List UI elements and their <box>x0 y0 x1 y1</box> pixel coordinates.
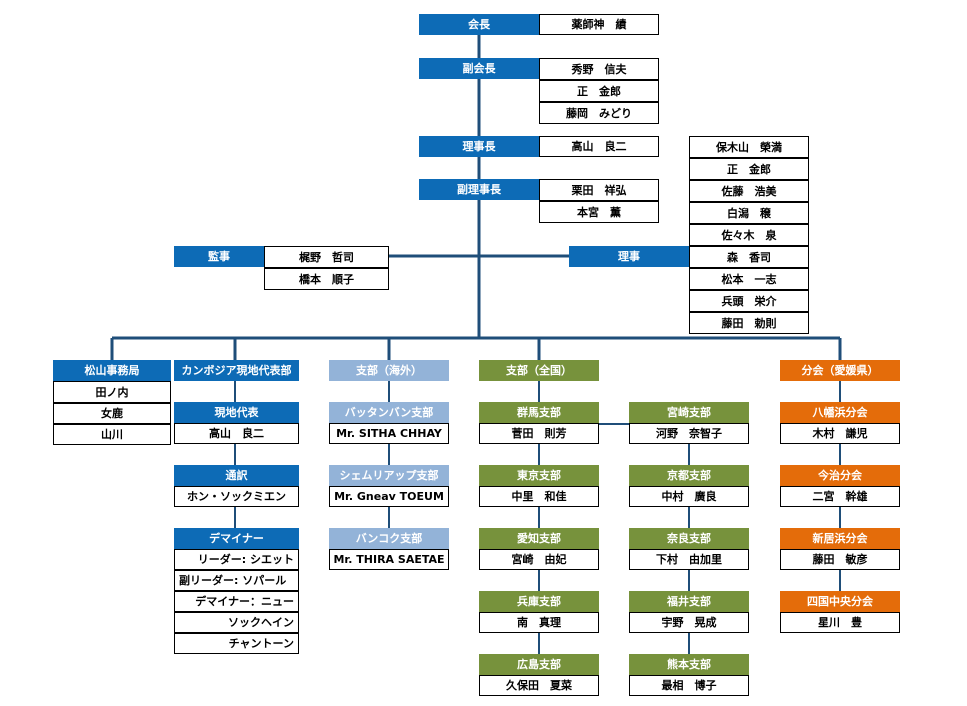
imabari-header: 今治分会 <box>780 465 900 486</box>
niihama-header: 新居浜分会 <box>780 528 900 549</box>
fukui-header: 福井支部 <box>629 591 749 612</box>
aichi-name: 宮崎 由妃 <box>479 549 599 570</box>
riji-name-2: 正 金郎 <box>689 158 809 180</box>
siemreap-header: シェムリアップ支部 <box>329 465 449 486</box>
matsuyama-header: 松山事務局 <box>53 360 171 381</box>
battambang-header: バッタンバン支部 <box>329 402 449 423</box>
cambodia-deminer-name-2: 副リーダー: ソパール <box>174 570 299 591</box>
cambodia-deminer-name-4: ソックヘイン <box>174 612 299 633</box>
fukurijicho-name-1: 栗田 祥弘 <box>539 179 659 201</box>
nara-header: 奈良支部 <box>629 528 749 549</box>
national-header: 支部（全国） <box>479 360 599 381</box>
kyoto-name: 中村 廣良 <box>629 486 749 507</box>
kaicho-name: 薬師神 績 <box>539 14 659 35</box>
shikokuchuo-header: 四国中央分会 <box>780 591 900 612</box>
rijicho-header: 理事長 <box>419 136 539 157</box>
imabari-name: 二宮 幹雄 <box>780 486 900 507</box>
cambodia-representative-header: 現地代表 <box>174 402 299 423</box>
fukurijicho-header: 副理事長 <box>419 179 539 200</box>
matsuyama-name-1: 田ノ内 <box>53 381 171 403</box>
miyazaki-header: 宮崎支部 <box>629 402 749 423</box>
hiroshima-name: 久保田 夏菜 <box>479 675 599 696</box>
riji-name-7: 松本 一志 <box>689 268 809 290</box>
riji-name-3: 佐藤 浩美 <box>689 180 809 202</box>
overseas-header: 支部（海外） <box>329 360 449 381</box>
riji-name-8: 兵頭 栄介 <box>689 290 809 312</box>
nara-name: 下村 由加里 <box>629 549 749 570</box>
matsuyama-name-2: 女鹿 <box>53 403 171 424</box>
fukukaicho-name-2: 正 金郎 <box>539 80 659 102</box>
kumamoto-header: 熊本支部 <box>629 654 749 675</box>
tokyo-header: 東京支部 <box>479 465 599 486</box>
fukukaicho-name-1: 秀野 信夫 <box>539 58 659 80</box>
battambang-name: Mr. SITHA CHHAY <box>329 423 449 444</box>
tokyo-name: 中里 和佳 <box>479 486 599 507</box>
cambodia-deminer-name-5: チャントーン <box>174 633 299 654</box>
riji-name-5: 佐々木 泉 <box>689 224 809 246</box>
cambodia-deminer-name-1: リーダー: シエット <box>174 549 299 570</box>
aichi-header: 愛知支部 <box>479 528 599 549</box>
kanji-name-2: 橋本 順子 <box>264 268 389 290</box>
shikokuchuo-name: 星川 豊 <box>780 612 900 633</box>
kanji-name-1: 梶野 哲司 <box>264 246 389 268</box>
yawatahama-header: 八幡浜分会 <box>780 402 900 423</box>
riji-name-1: 保木山 榮満 <box>689 136 809 158</box>
matsuyama-name-3: 山川 <box>53 424 171 445</box>
riji-header: 理事 <box>569 246 689 267</box>
hyogo-name: 南 真理 <box>479 612 599 633</box>
fukukaicho-header: 副会長 <box>419 58 539 79</box>
kumamoto-name: 最相 博子 <box>629 675 749 696</box>
riji-name-4: 白潟 穣 <box>689 202 809 224</box>
gunma-header: 群馬支部 <box>479 402 599 423</box>
fukukaicho-name-3: 藤岡 みどり <box>539 102 659 124</box>
bangkok-header: バンコク支部 <box>329 528 449 549</box>
kyoto-header: 京都支部 <box>629 465 749 486</box>
bangkok-name: Mr. THIRA SAETAE <box>329 549 449 570</box>
hiroshima-header: 広島支部 <box>479 654 599 675</box>
yawatahama-name: 木村 謙児 <box>780 423 900 444</box>
cambodia-representative-name: 高山 良二 <box>174 423 299 444</box>
riji-name-9: 藤田 勅則 <box>689 312 809 334</box>
kanji-header: 監事 <box>174 246 264 267</box>
gunma-name: 菅田 則芳 <box>479 423 599 444</box>
ehime-header: 分会（愛媛県） <box>780 360 900 381</box>
fukurijicho-name-2: 本宮 薫 <box>539 201 659 223</box>
niihama-name: 藤田 敏彦 <box>780 549 900 570</box>
cambodia-interpreter-header: 通訳 <box>174 465 299 486</box>
cambodia-deminer-header: デマイナー <box>174 528 299 549</box>
kaicho-header: 会長 <box>419 14 539 35</box>
rijicho-name: 高山 良二 <box>539 136 659 157</box>
siemreap-name: Mr. Gneav TOEUM <box>329 486 449 507</box>
cambodia-deminer-name-3: デマイナー：ニュー <box>174 591 299 612</box>
miyazaki-name: 河野 奈智子 <box>629 423 749 444</box>
riji-name-6: 森 香司 <box>689 246 809 268</box>
cambodia-header: カンボジア現地代表部 <box>174 360 299 381</box>
fukui-name: 宇野 晃成 <box>629 612 749 633</box>
cambodia-interpreter-name: ホン・ソックミエン <box>174 486 299 507</box>
hyogo-header: 兵庫支部 <box>479 591 599 612</box>
